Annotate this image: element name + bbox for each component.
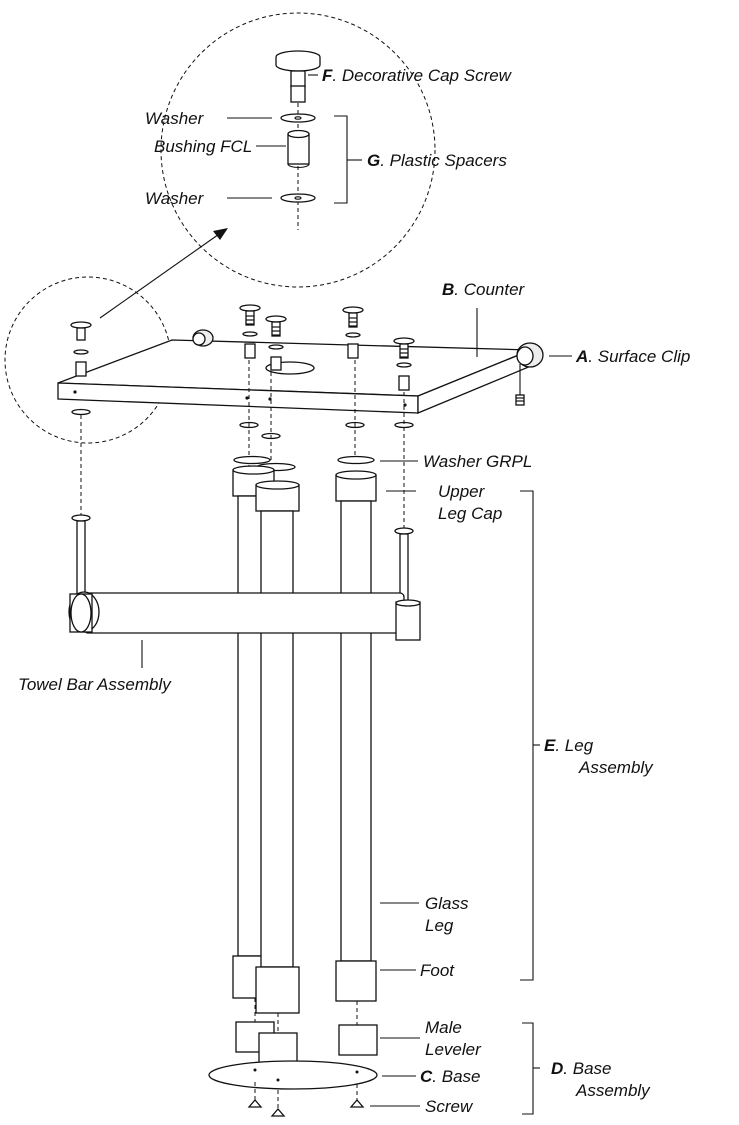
detail-washer-bottom [280, 193, 316, 203]
label-washer-top: Washer [145, 109, 205, 128]
towel-bar-assembly [68, 514, 421, 641]
washers-grpl [233, 455, 375, 472]
detail-cap-screw [275, 50, 321, 103]
label-surface-clip: A. Surface Clip [575, 347, 690, 366]
label-plastic-spacers: G. Plastic Spacers [367, 151, 507, 170]
counter [57, 339, 532, 414]
surface-clip-left [192, 329, 214, 347]
label-washer-bottom: Washer [145, 189, 205, 208]
label-decorative-cap-screw: F. Decorative Cap Screw [322, 66, 513, 85]
assembly-guides [80, 360, 405, 528]
detail-washer-top [280, 113, 316, 123]
washers-under-counter [71, 408, 414, 440]
base-assembly [208, 998, 378, 1117]
detail-pointer-arrow [99, 228, 228, 319]
label-bushing-fcl: Bushing FCL [154, 137, 252, 156]
label-screw: Screw [425, 1097, 474, 1116]
label-foot: Foot [420, 961, 455, 980]
label-counter: B. Counter [442, 280, 526, 299]
glass-leg-2 [255, 480, 300, 1014]
label-base: C. Base [420, 1067, 480, 1086]
detail-circle [160, 12, 436, 288]
detail-bushing [287, 129, 310, 169]
counter-screws [70, 304, 415, 391]
label-washer-grpl: Washer GRPL [423, 452, 532, 471]
callout-leaders [141, 308, 572, 1115]
glass-leg-3 [335, 470, 377, 1002]
surface-clip-right [515, 342, 544, 406]
label-towel-bar-assembly: Towel Bar Assembly [18, 675, 172, 694]
